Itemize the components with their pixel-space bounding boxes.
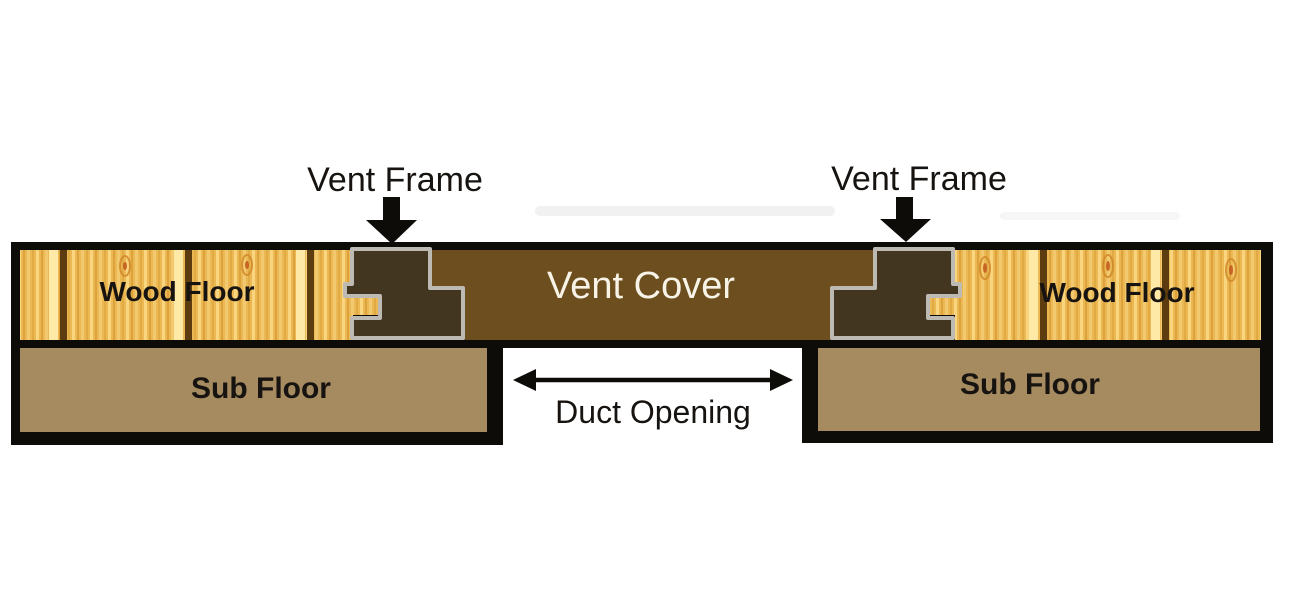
duct-opening-extent-arrow <box>513 369 793 391</box>
sub-floor-left-label: Sub Floor <box>191 372 331 405</box>
scan-smudge <box>535 206 835 216</box>
duct-opening-label: Duct Opening <box>555 394 751 430</box>
wood-floor-left-label: Wood Floor <box>100 276 255 307</box>
vent-frame-right-label: Vent Frame <box>831 160 1007 198</box>
wood-floor-right-knots <box>979 254 1237 282</box>
vent-frame-left-label: Vent Frame <box>307 161 483 199</box>
left-arrowhead-icon <box>513 369 536 391</box>
wood-floor-right-label: Wood Floor <box>1040 277 1195 308</box>
vent-frame-left-shape <box>343 247 465 340</box>
right-arrowhead-icon <box>770 369 793 391</box>
wood-tongue-right <box>930 298 958 315</box>
scan-smudge <box>1000 212 1180 220</box>
wood-tongue-left <box>341 298 378 315</box>
vent-cover-shape <box>430 250 873 340</box>
wood-floor-left-plank-lines <box>49 250 314 340</box>
vent-frame-right-shape <box>830 247 962 340</box>
sub-floor-left-section <box>20 348 487 432</box>
down-arrow-icon <box>366 197 417 244</box>
wood-floor-left-knots <box>119 254 253 277</box>
vent-cover-label: Vent Cover <box>547 265 735 307</box>
down-arrow-icon <box>880 197 931 242</box>
sub-floor-right-label: Sub Floor <box>960 368 1100 401</box>
sub-floor-right-section <box>818 348 1260 431</box>
wood-floor-right-plank-lines <box>1029 250 1169 340</box>
